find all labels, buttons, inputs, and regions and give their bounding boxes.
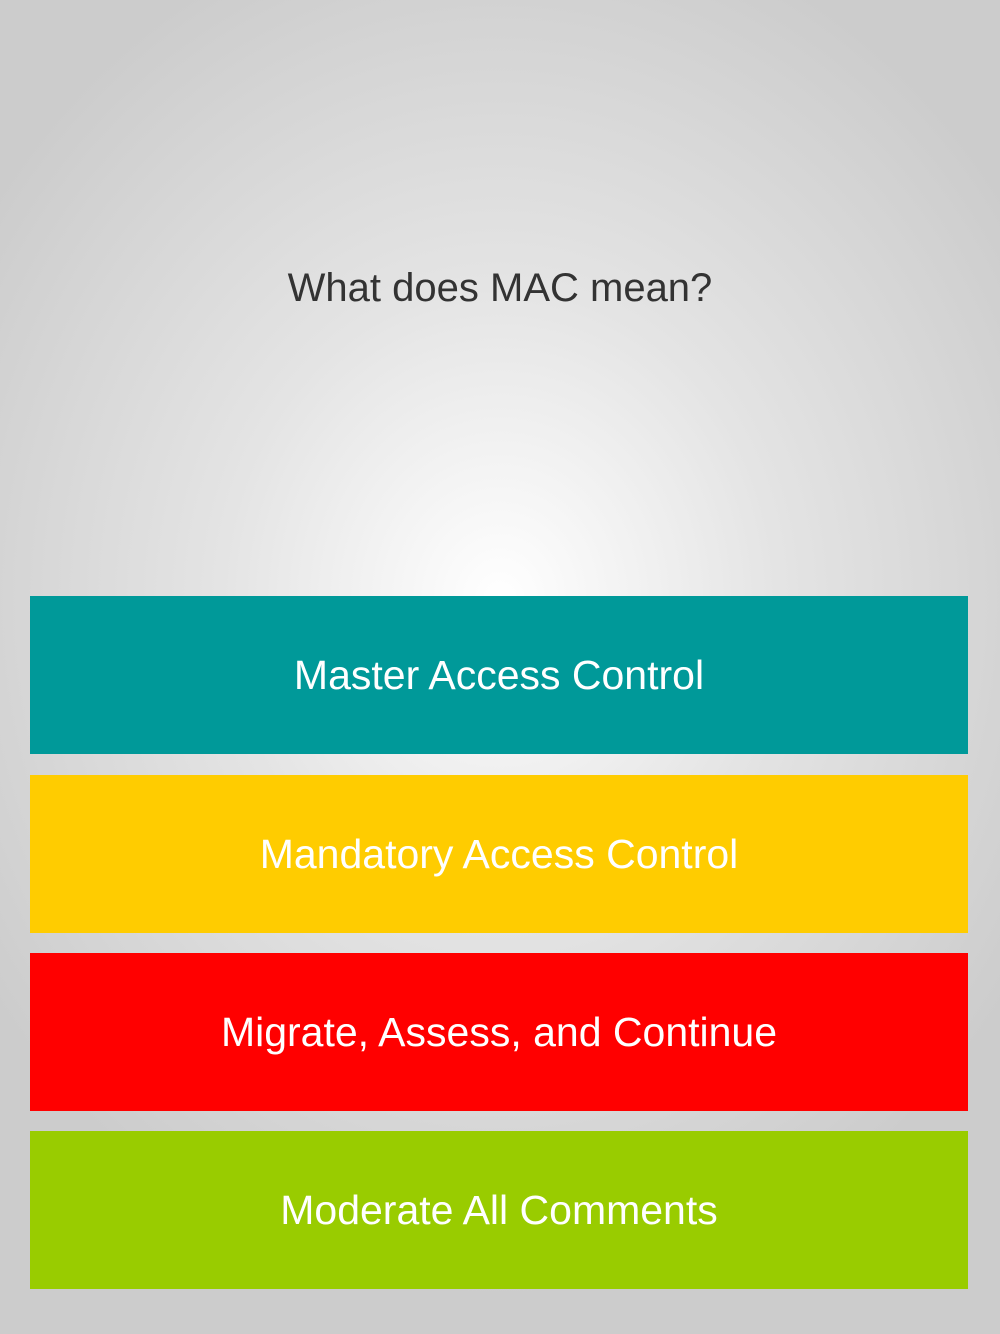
answer-button-2[interactable]: Mandatory Access Control [30,775,968,933]
answer-label: Migrate, Assess, and Continue [220,1008,778,1055]
answer-label: Mandatory Access Control [259,830,739,877]
answer-label: Moderate All Comments [280,1186,718,1233]
question-text: What does MAC mean? [287,266,713,310]
answer-button-3[interactable]: Migrate, Assess, and Continue [30,953,968,1111]
answer-button-1[interactable]: Master Access Control [30,596,968,754]
answer-label: Master Access Control [293,651,705,698]
answer-button-4[interactable]: Moderate All Comments [30,1131,968,1289]
